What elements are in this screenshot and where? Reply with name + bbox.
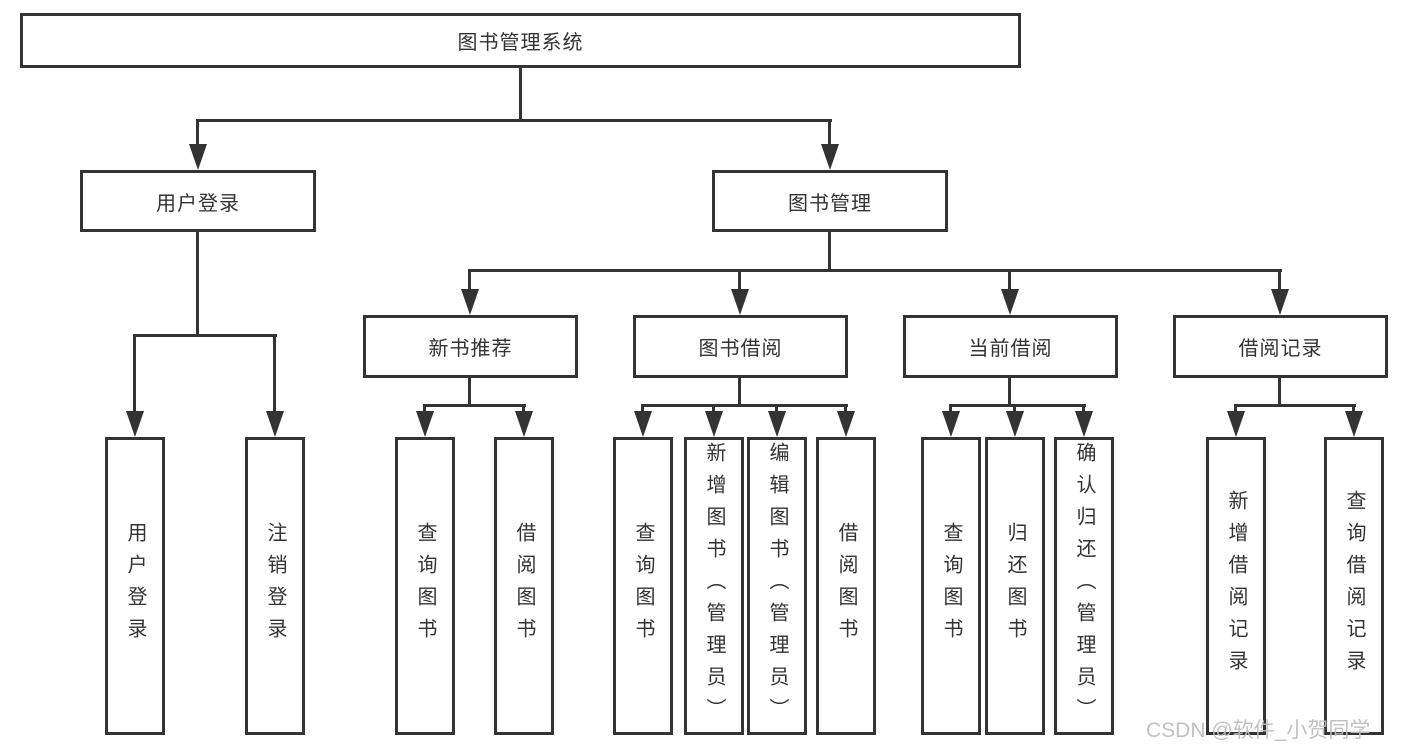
connector-line: [1234, 404, 1356, 407]
connector-line: [844, 404, 847, 413]
connector-line: [423, 404, 426, 413]
leaf-query-borrow-record: 查询借阅记录: [1324, 437, 1384, 735]
leaf-query-books-recommend: 查询图书: [395, 437, 455, 735]
leaf-confirm-return-admin: 确认归还（管理员）: [1054, 437, 1114, 735]
node-library-management-system: 图书管理系统: [20, 13, 1021, 68]
connector-line: [1008, 378, 1011, 406]
arrow-down-icon: [461, 289, 479, 315]
node-user-login: 用户登录: [80, 170, 316, 232]
leaf-add-books-admin: 新增图书（管理员）: [684, 437, 744, 735]
connector-line: [1008, 269, 1011, 291]
node-label: 借阅图书: [835, 522, 857, 650]
connector-line: [519, 68, 522, 121]
connector-line: [133, 334, 136, 413]
arrow-down-icon: [416, 411, 434, 437]
leaf-add-borrow-record: 新增借阅记录: [1206, 437, 1266, 735]
node-label: 查询图书: [632, 522, 654, 650]
connector-line: [828, 119, 831, 146]
node-label: 查询图书: [940, 522, 962, 650]
connector-line: [522, 404, 525, 413]
arrow-down-icon: [821, 144, 839, 170]
arrow-down-icon: [266, 411, 284, 437]
arrow-down-icon: [731, 289, 749, 315]
node-label: 新增借阅记录: [1225, 490, 1247, 682]
connector-line: [196, 119, 832, 122]
node-label: 查询借阅记录: [1343, 490, 1365, 682]
leaf-user-login: 用户登录: [105, 437, 165, 735]
arrow-down-icon: [1345, 411, 1363, 437]
leaf-return-books: 归还图书: [985, 437, 1045, 735]
connector-line: [423, 404, 526, 407]
leaf-query-books-borrowing: 查询图书: [613, 437, 673, 735]
node-label: 编辑图书（管理员）: [766, 442, 788, 730]
connector-line: [1234, 404, 1237, 413]
connector-line: [196, 232, 199, 336]
connector-line: [828, 232, 831, 271]
connector-line: [712, 404, 715, 413]
arrow-down-icon: [768, 411, 786, 437]
node-book-borrowing: 图书借阅: [633, 315, 848, 378]
connector-line: [641, 404, 848, 407]
node-label: 图书管理系统: [457, 32, 584, 54]
node-label: 用户登录: [124, 522, 146, 650]
node-label: 注销登录: [264, 522, 286, 650]
node-label: 新书推荐: [428, 338, 513, 360]
connector-line: [196, 119, 199, 146]
leaf-edit-books-admin: 编辑图书（管理员）: [747, 437, 807, 735]
node-label: 用户登录: [156, 192, 240, 215]
arrow-down-icon: [1001, 289, 1019, 315]
connector-line: [1013, 404, 1016, 413]
arrow-down-icon: [705, 411, 723, 437]
node-label: 当前借阅: [968, 338, 1053, 360]
arrow-down-icon: [1271, 289, 1289, 315]
connector-line: [1352, 404, 1355, 413]
connector-line: [468, 269, 471, 291]
connector-line: [949, 404, 1086, 407]
arrow-down-icon: [189, 144, 207, 170]
node-label: 归还图书: [1004, 522, 1026, 650]
node-label: 借阅记录: [1238, 338, 1323, 360]
leaf-borrow-books-recommend: 借阅图书: [494, 437, 554, 735]
connector-line: [1082, 404, 1085, 413]
connector-line: [1278, 378, 1281, 406]
arrow-down-icon: [1006, 411, 1024, 437]
arrow-down-icon: [1075, 411, 1093, 437]
arrow-down-icon: [837, 411, 855, 437]
leaf-logout-login: 注销登录: [245, 437, 305, 735]
node-label: 新增图书（管理员）: [703, 442, 725, 730]
node-new-book-recommend: 新书推荐: [363, 315, 578, 378]
connector-line: [468, 378, 471, 406]
node-label: 查询图书: [414, 522, 436, 650]
watermark: CSDN @软件_小贺同学: [1146, 719, 1371, 742]
connector-line: [641, 404, 644, 413]
node-borrowing-records: 借阅记录: [1173, 315, 1388, 378]
node-label: 确认归还（管理员）: [1073, 442, 1095, 730]
leaf-query-books-current: 查询图书: [921, 437, 981, 735]
leaf-borrow-books-borrowing: 借阅图书: [816, 437, 876, 735]
connector-line: [1278, 269, 1281, 291]
connector-line: [468, 269, 1282, 272]
arrow-down-icon: [126, 411, 144, 437]
arrow-down-icon: [515, 411, 533, 437]
arrow-down-icon: [1227, 411, 1245, 437]
connector-line: [949, 404, 952, 413]
arrow-down-icon: [634, 411, 652, 437]
connector-line: [738, 378, 741, 406]
node-label: 借阅图书: [513, 522, 535, 650]
node-label: 图书借阅: [698, 338, 783, 360]
node-current-borrowing: 当前借阅: [903, 315, 1118, 378]
node-label: 图书管理: [788, 192, 872, 215]
node-book-management: 图书管理: [712, 170, 948, 232]
connector-line: [133, 334, 277, 337]
connector-line: [738, 269, 741, 291]
connector-line: [273, 334, 276, 413]
connector-line: [775, 404, 778, 413]
arrow-down-icon: [942, 411, 960, 437]
